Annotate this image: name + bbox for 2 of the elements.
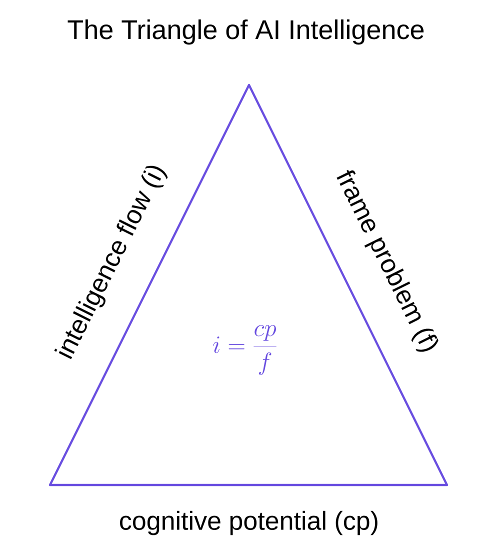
title: The Triangle of AI Intelligence (68, 19, 424, 45)
side-label: cognitive potential (cp) (120, 510, 378, 536)
